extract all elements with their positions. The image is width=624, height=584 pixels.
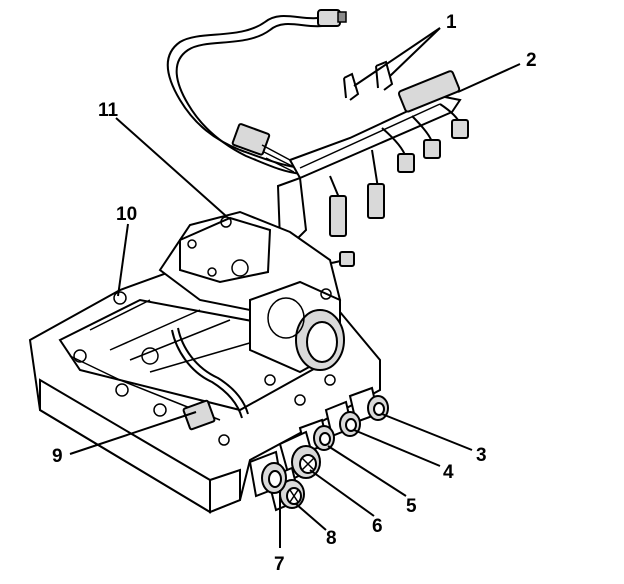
leader-4: [353, 429, 441, 467]
retaining-clip-b: [375, 60, 394, 91]
harness-connector-block: [397, 70, 461, 113]
leader-6: [309, 469, 375, 517]
leader-1b: [389, 27, 441, 77]
harness-connector-mid: [231, 123, 271, 156]
leader-3: [381, 413, 473, 451]
callout-1: 1: [446, 12, 457, 33]
leader-lines: [69, 27, 521, 548]
left-connector: [182, 399, 216, 431]
callout-5: 5: [406, 496, 417, 517]
leader-9: [69, 411, 197, 455]
leader-11: [115, 117, 227, 217]
leader-10: [117, 223, 129, 297]
callout-10: 10: [116, 204, 137, 225]
retaining-clip-a: [343, 72, 360, 101]
leader-8: [295, 503, 327, 531]
callout-8: 8: [326, 528, 337, 549]
solenoids: [248, 386, 389, 512]
wiring-harness: [166, 9, 469, 291]
callout-labels: 1 2 3 4 5 6 7 8 9 10 11: [52, 12, 537, 575]
solenoid-4: [324, 400, 361, 438]
leader-1a: [353, 27, 441, 87]
callout-11: 11: [98, 100, 119, 121]
callout-6: 6: [372, 516, 383, 537]
solenoid-6: [278, 430, 321, 482]
callout-3: 3: [476, 445, 487, 466]
callout-2: 2: [526, 50, 537, 71]
callout-4: 4: [443, 462, 454, 483]
center-actuator: [249, 280, 345, 374]
leader-2: [457, 63, 521, 93]
leader-5: [327, 445, 407, 497]
callout-7: 7: [274, 554, 285, 575]
valve-body: [28, 210, 381, 514]
solenoid-7: [248, 450, 287, 498]
top-connector: [317, 9, 341, 27]
solenoid-3: [348, 386, 389, 424]
callout-9: 9: [52, 446, 63, 467]
